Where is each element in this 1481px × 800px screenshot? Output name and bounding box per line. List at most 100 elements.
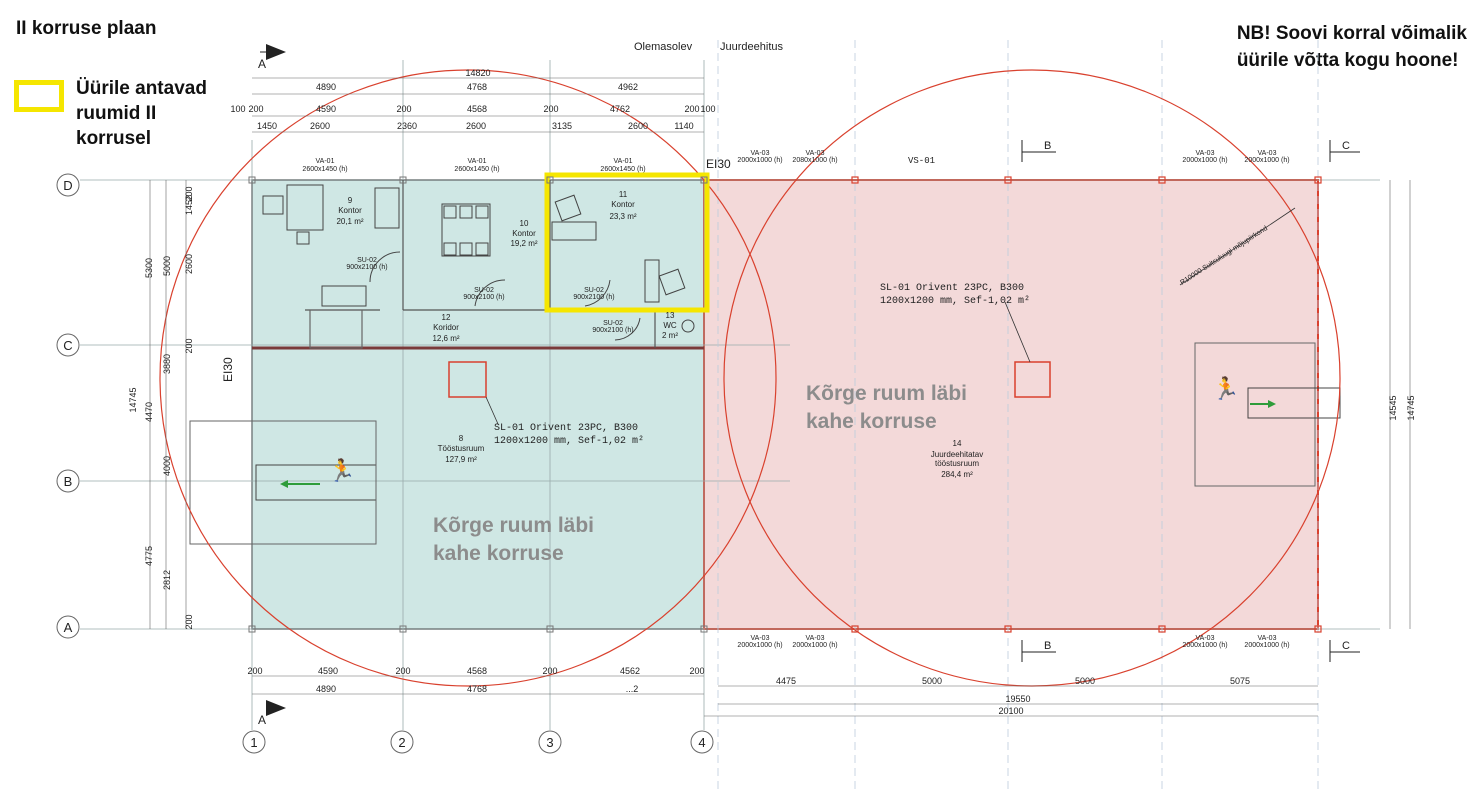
grid-bubbles <box>56 173 714 754</box>
section-c-top: C <box>1342 140 1350 152</box>
dim-top-r3-1: 2600 <box>310 121 330 131</box>
tag-va03-t2-size: 2080x1000 (h) <box>792 157 837 164</box>
tag-va03-t3: VA-03 <box>1196 150 1215 157</box>
header-existing: Olemasolev <box>634 41 693 53</box>
radius-leader <box>1179 207 1296 286</box>
grid-col-4: 4 <box>698 735 705 750</box>
grid-row-d: D <box>63 178 72 193</box>
furniture <box>189 184 1341 545</box>
dim-bot-r1-6: 200 <box>689 666 704 676</box>
extension-column-pads <box>851 176 1322 633</box>
section-a-bottom: A <box>258 713 266 727</box>
section-a-bottom-arrow <box>266 700 286 716</box>
tag-va03-t2: VA-03 <box>806 150 825 157</box>
dim-bot-r1-0: 200 <box>247 666 262 676</box>
dim-ext-1: 5000 <box>922 676 942 686</box>
room-14-area: 284,4 m² <box>941 470 973 479</box>
tag-va03-t1: VA-03 <box>751 150 770 157</box>
tag-va03-t1-size: 2000x1000 (h) <box>737 157 782 164</box>
tag-su02-2: SU-02 <box>474 287 494 294</box>
room-11-num: 11 <box>619 190 628 199</box>
room-13-num: 13 <box>666 311 675 320</box>
grid-lines <box>80 60 1380 730</box>
dim-left-c1-1: 14745 <box>128 387 138 412</box>
dim-top-r3-0: 1450 <box>257 121 277 131</box>
section-b-top: B <box>1044 140 1051 152</box>
header-extension: Juurdeehitus <box>720 41 783 53</box>
room-10-num: 10 <box>520 219 529 228</box>
extension-building <box>703 179 1319 630</box>
section-b-bottom: B <box>1044 640 1051 652</box>
dim-top-r2-7: 200 <box>684 104 699 114</box>
high-room-right-line1: Kõrge ruum läbi <box>806 382 967 405</box>
leader-left <box>485 396 499 425</box>
tag-su02-3: SU-02 <box>584 287 604 294</box>
room-13-area: 2 m² <box>662 331 678 340</box>
dim-right-0: 14545 <box>1388 395 1398 420</box>
tag-va01-3-size: 2600x1450 (h) <box>600 166 645 173</box>
section-markers: A A B B C C <box>258 44 1360 727</box>
bottom-dimension-text: 200 4590 200 4568 200 4562 200 4890 4768… <box>247 666 1250 716</box>
dim-top-r1-2: 4962 <box>618 82 638 92</box>
dim-ext-3: 5075 <box>1230 676 1250 686</box>
dim-ext-total: 19550 <box>1005 694 1030 704</box>
room-9-name: Kontor <box>338 206 362 215</box>
skylight-left-line2: 1200x1200 mm, Sef-1,02 m² <box>494 435 644 447</box>
tag-su02-2-size: 900x2100 (h) <box>463 294 504 301</box>
tag-va03-t4: VA-03 <box>1258 150 1277 157</box>
grid-row-b: B <box>64 474 73 489</box>
tag-su02-4: SU-02 <box>603 320 623 327</box>
skylight-right <box>1014 361 1051 398</box>
grid-col-3: 3 <box>546 735 553 750</box>
room-10-area: 19,2 m² <box>510 239 537 248</box>
note-line-1: NB! Soovi korral võimalik <box>1236 23 1467 44</box>
tag-su02-4-size: 900x2100 (h) <box>592 327 633 334</box>
skylight-left-line1: SL-01 Orivent 23PC, B300 <box>494 422 638 434</box>
room-14-name-2: tööstusruum <box>935 459 979 468</box>
dim-bot-r1-5: 4562 <box>620 666 640 676</box>
tag-va03-b2-size: 2000x1000 (h) <box>792 642 837 649</box>
dim-bot-r2-2: ...2 <box>626 684 639 694</box>
dim-right-1: 14745 <box>1406 395 1416 420</box>
grid-col-2: 2 <box>398 735 405 750</box>
section-c-bottom: C <box>1342 640 1350 652</box>
dim-top-r2-3: 200 <box>396 104 411 114</box>
dim-left-c3-3: 200 <box>184 338 194 353</box>
dim-left-c3-0: 200 <box>184 186 194 201</box>
tag-va01-2: VA-01 <box>468 158 487 165</box>
skylight-labels: SL-01 Orivent 23PC, B300 1200x1200 mm, S… <box>494 282 1030 447</box>
dim-left-c3-4: 200 <box>184 614 194 629</box>
tag-su02-1-size: 900x2100 (h) <box>346 264 387 271</box>
legend-text: Üürile antavad ruumid II korrusel <box>76 76 207 151</box>
tag-va03-b3-size: 2000x1000 (h) <box>1182 642 1227 649</box>
high-room-left-line2: kahe korruse <box>433 542 564 565</box>
dim-left-c1-2: 4470 <box>144 402 154 422</box>
tag-va01-2-size: 2600x1450 (h) <box>454 166 499 173</box>
fire-label-top: EI30 <box>706 157 731 171</box>
dim-bot-r1-3: 4568 <box>467 666 487 676</box>
leader-right <box>1004 301 1031 363</box>
dim-top-r3-2: 2360 <box>397 121 417 131</box>
dim-top-r1-0: 4890 <box>316 82 336 92</box>
dim-bot-r1-2: 200 <box>395 666 410 676</box>
room-9-num: 9 <box>348 196 353 205</box>
high-room-right-line2: kahe korruse <box>806 410 937 433</box>
room-9-area: 20,1 m² <box>336 217 363 226</box>
skylight-left <box>448 361 487 398</box>
dim-top-r1-1: 4768 <box>467 82 487 92</box>
dim-top-r2-1: 200 <box>248 104 263 114</box>
dim-bot-r1-4: 200 <box>542 666 557 676</box>
section-a-top: A <box>258 57 266 71</box>
dim-left-c2-2: 4000 <box>162 456 172 476</box>
dim-top-total: 14820 <box>465 68 490 78</box>
dim-top-r3-4: 3135 <box>552 121 572 131</box>
tag-va03-b4: VA-03 <box>1258 635 1277 642</box>
note-text: NB! Soovi korral võimalik üürile võtta k… <box>1237 20 1467 74</box>
dim-ext-0: 4475 <box>776 676 796 686</box>
dim-top-r2-8: 100 <box>700 104 715 114</box>
room-10-name: Kontor <box>512 229 536 238</box>
dim-left-c1-3: 4775 <box>144 546 154 566</box>
exit-arrowhead-right <box>1268 400 1276 408</box>
fire-label-left: EI30 <box>221 357 235 382</box>
